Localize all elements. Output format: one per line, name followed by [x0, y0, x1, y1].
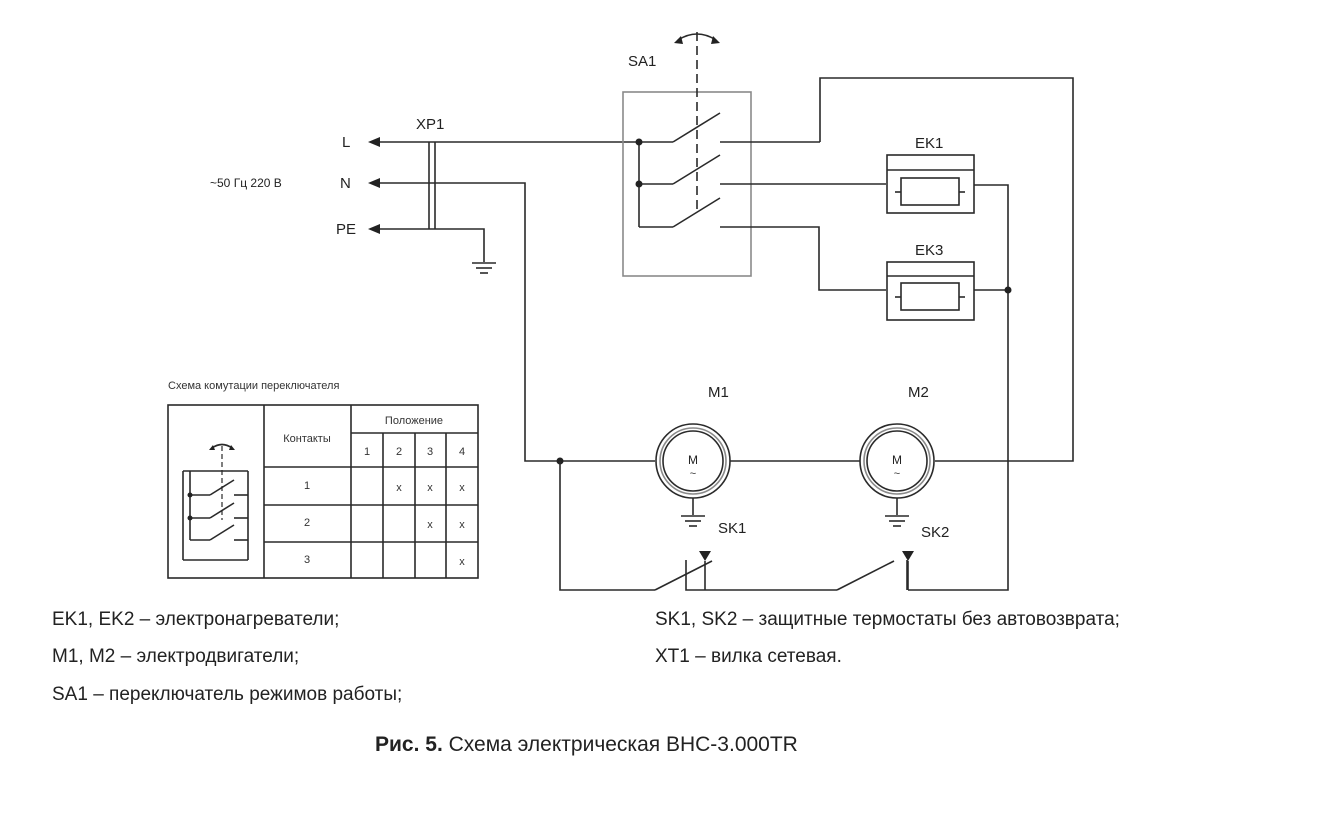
- motor-symbol: M: [688, 453, 698, 467]
- table-row-contact: 1: [304, 480, 310, 492]
- ground-icon: [472, 262, 496, 274]
- ac-symbol: ~: [894, 468, 900, 480]
- contacts-header: Контакты: [283, 433, 331, 445]
- switch-sa1: [622, 32, 886, 291]
- caption-prefix: Рис. 5.: [375, 733, 443, 756]
- switching-table: Контакты Положение 1 2 3 4 1 x x x 2 x x…: [167, 404, 479, 579]
- heater-ek1-label: EK1: [915, 135, 943, 152]
- figure-caption: Рис. 5. Схема электрическая ВНС-3.000TR: [375, 733, 798, 757]
- line-l-label: L: [342, 134, 350, 151]
- ground-icon: [681, 515, 705, 527]
- legend-item: EK1, EK2 – электронагреватели;: [52, 609, 340, 630]
- table-cell: x: [427, 482, 433, 494]
- thermostat-sk2: [902, 551, 914, 590]
- supply-voltage-label: ~50 Гц 220 В: [210, 176, 282, 190]
- arrow-icon: [368, 224, 380, 234]
- arrow-icon: [368, 178, 380, 188]
- wire-l: [368, 137, 640, 147]
- wire-heater-return: [908, 184, 1012, 591]
- heater-ek1: [886, 154, 975, 214]
- ac-symbol: ~: [690, 468, 696, 480]
- wire-thermostat-chain: [556, 457, 908, 591]
- thermostat-sk2-label: SK2: [921, 524, 949, 541]
- legend-item: M1, M2 – электродвигатели;: [52, 646, 300, 667]
- table-cell: x: [459, 482, 465, 494]
- motor-m1: M ~: [655, 423, 731, 527]
- line-pe-label: PE: [336, 221, 356, 238]
- mini-switch-icon: [182, 443, 249, 561]
- motor-m2-label: M2: [908, 384, 929, 401]
- wire-sa1-to-motor-return: [819, 77, 1074, 462]
- motor-m1-label: M1: [708, 384, 729, 401]
- heater-ek3: [886, 261, 975, 321]
- position-4-header: 4: [459, 446, 465, 458]
- line-n-label: N: [340, 175, 351, 192]
- table-row-contact: 2: [304, 517, 310, 529]
- thermal-trigger-icon: [699, 551, 711, 561]
- wire-pe: [368, 224, 485, 262]
- position-2-header: 2: [396, 446, 402, 458]
- table-cell: x: [427, 519, 433, 531]
- position-header: Положение: [385, 415, 443, 427]
- caption-text: Схема электрическая ВНС-3.000TR: [442, 733, 798, 756]
- legend-item: XT1 – вилка сетевая.: [655, 646, 842, 667]
- position-3-header: 3: [427, 446, 433, 458]
- table-row-contact: 3: [304, 554, 310, 566]
- switching-table-title: Схема комутации переключателя: [168, 380, 339, 392]
- motor-m2: M ~: [859, 423, 935, 527]
- position-1-header: 1: [364, 446, 370, 458]
- connector-xp1: [428, 142, 436, 229]
- switch-sa1-label: SA1: [628, 53, 656, 70]
- connector-xp1-label: XP1: [416, 116, 444, 133]
- legend-item: SK1, SK2 – защитные термостаты без автов…: [655, 609, 1120, 630]
- ground-icon: [885, 515, 909, 527]
- legend-item: SA1 – переключатель режимов работы;: [52, 684, 403, 705]
- motor-symbol: M: [892, 453, 902, 467]
- heater-ek3-label: EK3: [915, 242, 943, 259]
- table-cell: x: [459, 556, 465, 568]
- table-cell: x: [396, 482, 402, 494]
- arrow-icon: [368, 137, 380, 147]
- thermostat-sk1: [699, 551, 711, 590]
- thermostat-sk1-label: SK1: [718, 520, 746, 537]
- thermal-trigger-icon: [902, 551, 914, 561]
- wire-n: [368, 178, 655, 462]
- table-cell: x: [459, 519, 465, 531]
